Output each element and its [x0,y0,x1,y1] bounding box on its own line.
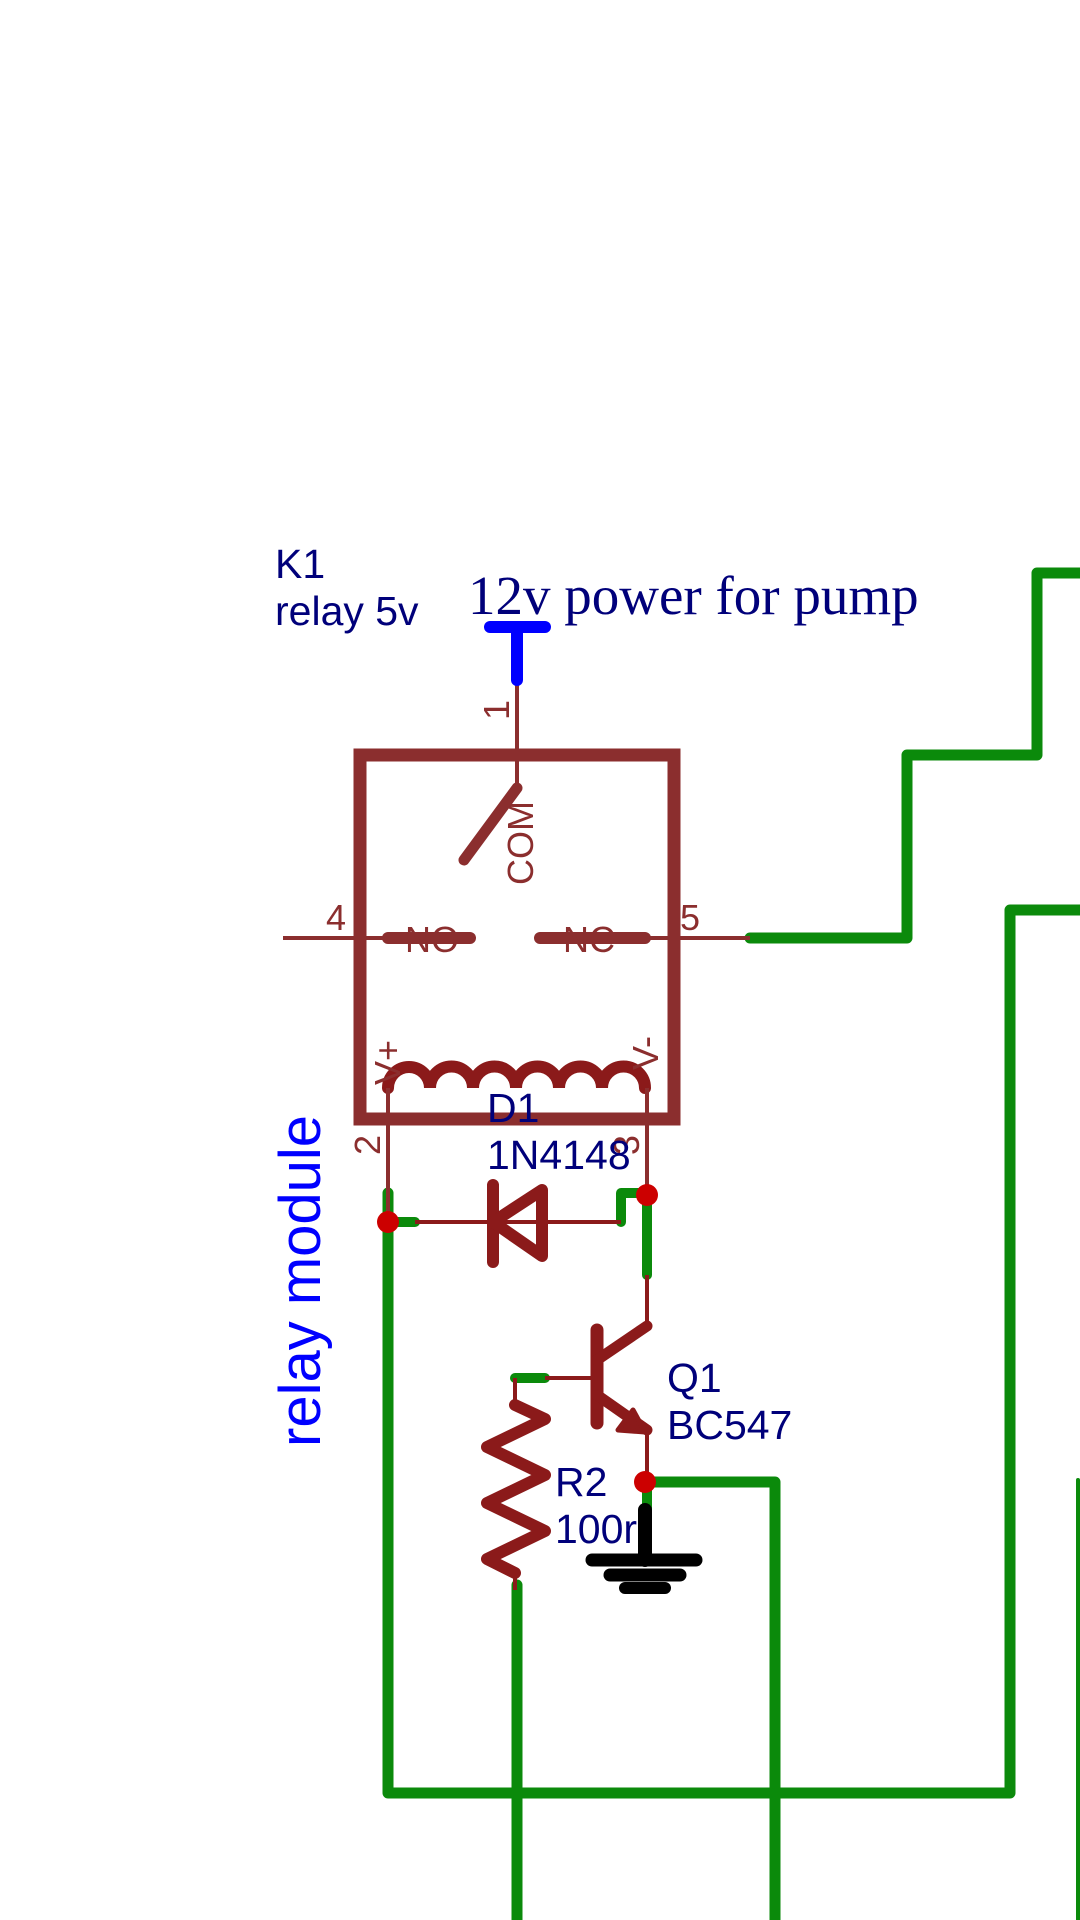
ground-symbol [585,1503,703,1594]
relay-pin-name-no: NO [405,919,459,960]
diode-value-label: 1N4148 [487,1132,631,1178]
relay-pin-name-nc: NC [563,919,615,960]
relay-pin-name-v-minus: V- [625,1036,666,1070]
junctions [377,1184,658,1493]
relay-module-label: relay module [268,1115,333,1447]
relay-pin-5-number: 5 [680,897,700,938]
relay-com-arm [458,782,523,866]
relay-coil [382,1060,651,1094]
wire-emitter-down [641,1476,781,1920]
relay-pin-name-v-plus: V+ [367,1040,408,1085]
junction-dot-emitter [634,1471,656,1493]
resistor-r2: R2 100r [481,1378,637,1590]
relay-pin-1-number: 1 [476,700,517,720]
transistor-ref-label: Q1 [667,1355,722,1401]
junction-dot-v-minus [636,1184,658,1206]
relay-pin-name-com: COM [500,801,541,885]
junction-dot-v-plus [377,1211,399,1233]
transistor-emitter-arrow [615,1407,648,1435]
resistor-ref-label: R2 [555,1459,607,1505]
wire-v-plus-loop [382,904,1080,1799]
transistor-collector [591,1320,653,1366]
relay-value-label: relay 5v [275,588,419,634]
power-label: 12v power for pump [468,565,919,626]
relay-pin-3-number: 3 [606,1135,647,1155]
resistor-zigzag [481,1399,551,1579]
transistor-value-label: BC547 [667,1402,792,1448]
relay-ref-label: K1 [275,541,325,587]
diode-triangle [487,1184,548,1262]
transistor-q1: Q1 BC547 [545,1275,792,1485]
diode-d1: D1 1N4148 [415,1085,631,1268]
relay-pin-2-number: 2 [347,1135,388,1155]
relay-k1: 1 4 5 2 3 COM NO NC V+ V- K1 relay 5v [275,541,750,1222]
relay-pin-4-number: 4 [326,897,346,938]
power-12v-symbol: 12v power for pump [468,565,919,686]
wire-nc-to-right [744,567,1080,944]
resistor-value-label: 100r [555,1506,637,1552]
diode-ref-label: D1 [487,1085,539,1131]
